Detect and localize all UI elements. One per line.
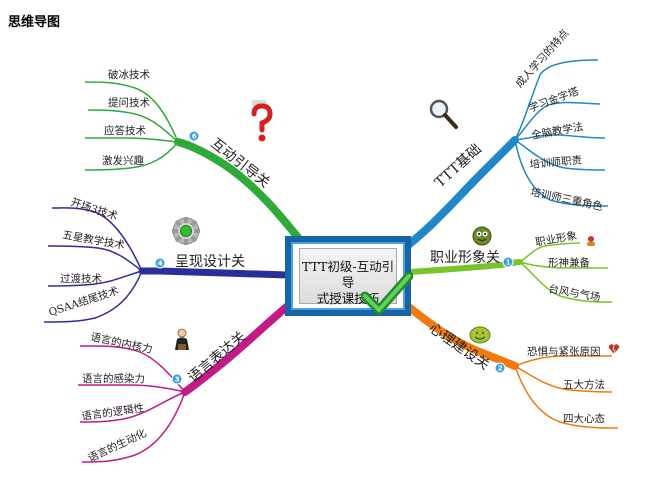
- badge-number: 4: [158, 260, 163, 268]
- branch-line: [138, 267, 291, 279]
- central-topic-inner: TTT初级-互动引导 式授课技巧: [299, 248, 397, 306]
- badge-number: 1: [506, 259, 511, 267]
- branch-line: [181, 296, 299, 396]
- branch-line: [514, 134, 606, 141]
- checkmark-icon: [361, 272, 413, 315]
- branch-line: [47, 245, 143, 272]
- leaf-label: 提问技术: [108, 96, 150, 109]
- branch-line: [514, 365, 619, 429]
- badge: [154, 257, 166, 269]
- broken-heart-icon: [608, 344, 620, 355]
- branch-line: [514, 139, 609, 207]
- leaf-label: 恐惧与紧张原因: [527, 345, 601, 358]
- branch-design[interactable]: 呈现设计关 4 开场3技术 五星教学技术 过渡技术 QSAA结尾技术: [43, 195, 291, 323]
- branch-line: [84, 81, 179, 143]
- badge-number: 3: [175, 376, 180, 384]
- badge-number: 6: [192, 133, 197, 141]
- branch-line: [396, 296, 519, 370]
- speaker-icon: [175, 328, 189, 350]
- question-icon: [251, 100, 273, 142]
- magnifier-icon: [429, 99, 458, 129]
- branch-label: 职业形象关: [430, 250, 500, 266]
- leaf-label: 培训师三重角色: [529, 185, 604, 213]
- page-title: 思维导图: [8, 15, 61, 30]
- leaf-label: 五大方法: [563, 378, 605, 391]
- leaf-label: 语言的内核力: [89, 330, 153, 356]
- leaf-label: 培训师职责: [529, 153, 582, 171]
- badge-number: 2: [498, 365, 503, 373]
- branch-line: [514, 59, 599, 141]
- branch-line: [514, 365, 613, 393]
- leaf-label: 职业形象: [534, 230, 577, 249]
- branch-image[interactable]: 职业形象关 1 职业形象 形神兼备 台风与气场: [407, 226, 613, 304]
- branch-label: 呈现设计关: [175, 254, 245, 270]
- branch-line: [47, 270, 143, 287]
- leaf-label: 台风与气场: [547, 282, 601, 304]
- badge: [502, 256, 514, 268]
- leaf-label: 形神兼备: [548, 256, 590, 269]
- branch-line: [85, 137, 179, 143]
- branch-line: [514, 355, 612, 367]
- central-topic-line1: TTT初级-互动引导: [301, 259, 395, 290]
- branch-line: [519, 261, 613, 303]
- face-icon: [472, 226, 492, 246]
- leaf-label: 应答技术: [104, 124, 146, 137]
- branch-line: [519, 242, 581, 263]
- branch-line: [407, 259, 523, 275]
- avatar-icon: [587, 236, 595, 246]
- branch-line: [43, 270, 143, 323]
- gear-icon: [172, 217, 200, 245]
- leaf-face-icon: [469, 326, 491, 344]
- leaf-label: 五星教学技术: [61, 228, 126, 252]
- leaf-label: 四大心态: [563, 412, 605, 425]
- branch-label: 语言表达关: [185, 329, 249, 386]
- leaf-label: 激发兴趣: [102, 154, 144, 167]
- leaf-label: 过渡技术: [60, 272, 102, 285]
- leaf-label: 成人学习的特点: [513, 27, 572, 90]
- branch-line: [514, 139, 606, 171]
- branch-line: [519, 261, 608, 269]
- branch-line: [81, 391, 186, 463]
- branch-line: [87, 109, 179, 143]
- branch-line: [514, 101, 601, 141]
- leaf-label: 全脑教学法: [530, 120, 584, 142]
- central-topic[interactable]: TTT初级-互动引导 式授课技巧: [285, 236, 413, 316]
- branch-line: [79, 391, 186, 423]
- branch-line: [84, 141, 179, 171]
- branch-ttt-basics[interactable]: TTT基础 成人学习的特点 学习金字塔 全脑教学法 培训师职责 培训师三重角色: [391, 27, 609, 259]
- branch-line: [78, 384, 186, 393]
- branch-language[interactable]: 语言表达关 3 语言的内核力 语言的感染力 语言的逻辑性 语言的生动化: [78, 296, 299, 465]
- branch-line: [51, 207, 143, 272]
- leaf-label: QSAA结尾技术: [47, 284, 121, 319]
- branch-line: [174, 138, 304, 244]
- badge: [171, 373, 183, 385]
- badge: [188, 130, 200, 142]
- leaf-label: 开场3技术: [69, 195, 120, 223]
- badge: [494, 362, 506, 374]
- branch-mental[interactable]: 心理建设关 2 恐惧与紧张原因 五大方法 四大心态: [396, 296, 620, 429]
- leaf-label: 语言的感染力: [82, 372, 145, 385]
- branch-line: [391, 136, 519, 259]
- leaf-label: 破冰技术: [108, 68, 150, 81]
